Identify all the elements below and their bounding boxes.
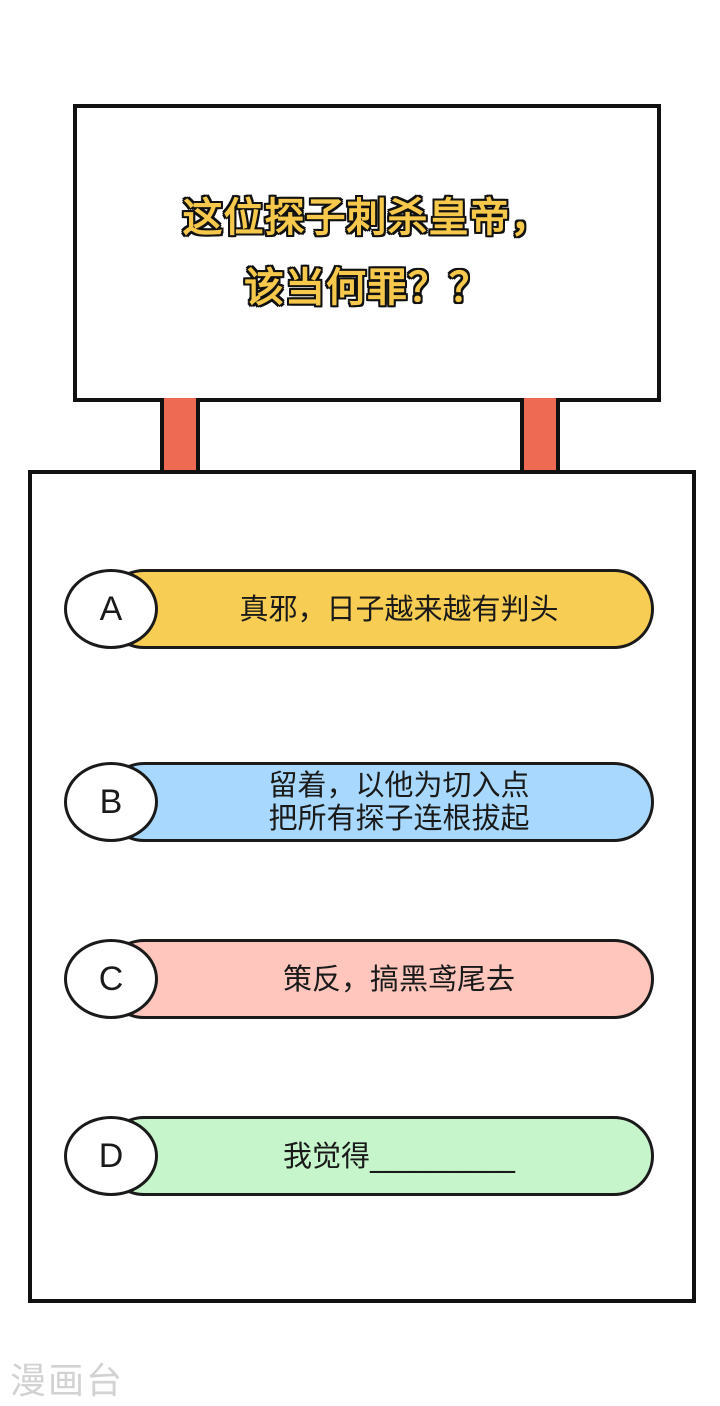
option-c[interactable]: 策反，搞黑鸢尾去 C: [64, 939, 658, 1019]
question-sign: 这位探子刺杀皇帝， 该当何罪？？: [73, 104, 661, 402]
option-d-letter: D: [98, 1136, 124, 1175]
option-d-text: 我觉得__________: [282, 1138, 515, 1173]
sign-post-right: [520, 398, 560, 472]
answer-board: 真邪，日子越来越有判头 A 留着，以他为切入点 把所有探子连根拔起 B 策反，搞…: [28, 470, 696, 1303]
option-a-badge[interactable]: A: [64, 569, 158, 649]
option-a-letter: A: [99, 589, 123, 628]
option-a-text: 真邪，日子越来越有判头: [239, 591, 559, 626]
sign-post-left: [160, 398, 200, 472]
option-b-pill[interactable]: 留着，以他为切入点 把所有探子连根拔起: [104, 762, 654, 842]
option-c-pill[interactable]: 策反，搞黑鸢尾去: [104, 939, 654, 1019]
option-d[interactable]: 我觉得__________ D: [64, 1116, 658, 1196]
option-d-badge[interactable]: D: [64, 1116, 158, 1196]
option-c-badge[interactable]: C: [64, 939, 158, 1019]
question-line-1: 这位探子刺杀皇帝，: [182, 195, 552, 241]
option-c-letter: C: [98, 959, 124, 998]
option-b-badge[interactable]: B: [64, 762, 158, 842]
option-b-text: 留着，以他为切入点 把所有探子连根拔起: [268, 768, 530, 835]
option-d-pill[interactable]: 我觉得__________: [104, 1116, 654, 1196]
option-b-letter: B: [99, 782, 123, 821]
option-c-text: 策反，搞黑鸢尾去: [282, 961, 515, 996]
option-a-pill[interactable]: 真邪，日子越来越有判头: [104, 569, 654, 649]
watermark: 漫画台: [10, 1361, 125, 1402]
option-a[interactable]: 真邪，日子越来越有判头 A: [64, 569, 658, 649]
question-line-2: 该当何罪？？: [244, 265, 490, 311]
option-b[interactable]: 留着，以他为切入点 把所有探子连根拔起 B: [64, 762, 658, 842]
